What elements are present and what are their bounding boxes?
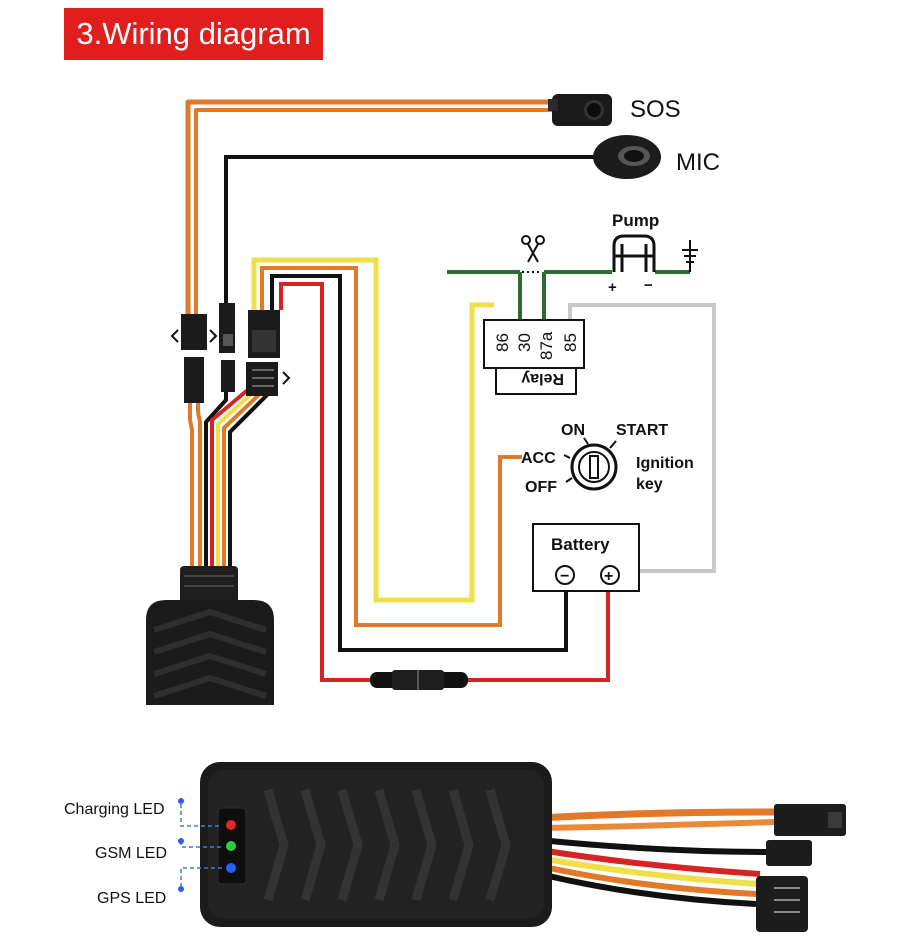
relay-pin-86: 86 [493,333,512,352]
battery-label: Battery [551,535,610,554]
fuse-icon [370,670,468,690]
battery-plus-terminal [600,565,620,585]
green-relay-wires [447,270,690,320]
battery-plus: + [604,568,613,585]
gsm-led-marker [178,838,184,844]
relay-pin-87a: 87a [537,331,556,360]
ignition-acc-label: ACC [521,450,556,467]
pump-label: Pump [612,211,659,230]
pump-minus: − [644,277,653,294]
mic-wire [224,155,600,305]
sos-connector [170,314,218,403]
page-title: 3.Wiring diagram [76,16,311,51]
black-wire [270,274,568,652]
gsm-led [226,841,236,851]
ignition-start-label: START [616,422,668,439]
gps-led-marker [178,886,184,892]
pump-icon [612,234,656,272]
relay-box [483,319,585,395]
gray-wire [568,303,716,573]
sos-label: SOS [630,96,681,123]
device-wire-bundle [188,378,276,570]
charging-led-label: Charging LED [64,801,165,818]
sos-wire [185,99,560,325]
tracker-device-bottom [200,762,846,932]
red-wire [279,282,370,682]
ignition-key-label-2: key [636,476,663,493]
ignition-on-label: ON [561,422,585,439]
four-pin-connector [246,310,291,396]
relay-label: Relay [521,370,564,387]
battery-box [532,523,640,592]
ignition-off-label: OFF [525,479,557,496]
charging-led [226,820,236,830]
yellow-wire [251,257,494,603]
charging-led-marker [178,798,184,804]
battery-minus-terminal [555,565,575,585]
pump-plus: + [608,279,617,296]
mic-icon [593,135,661,179]
ground-icon [682,240,698,272]
title-banner: 3.Wiring diagram [64,8,323,60]
ignition-key-icon [563,437,618,491]
gps-led-label: GPS LED [97,890,166,907]
relay-pin-85: 85 [561,333,580,352]
relay-pin-30: 30 [515,333,534,352]
sos-button [548,94,612,126]
battery-minus: − [560,568,569,585]
ignition-key-label-1: Ignition [636,455,694,472]
gsm-led-label: GSM LED [95,845,167,862]
red-wire-fused [468,590,610,682]
mic-connector [219,303,235,392]
scissors-icon [521,235,545,263]
tracker-device-top [146,566,274,705]
orange-wire [260,266,522,627]
mic-label: MIC [676,149,720,176]
gps-led [226,863,236,873]
